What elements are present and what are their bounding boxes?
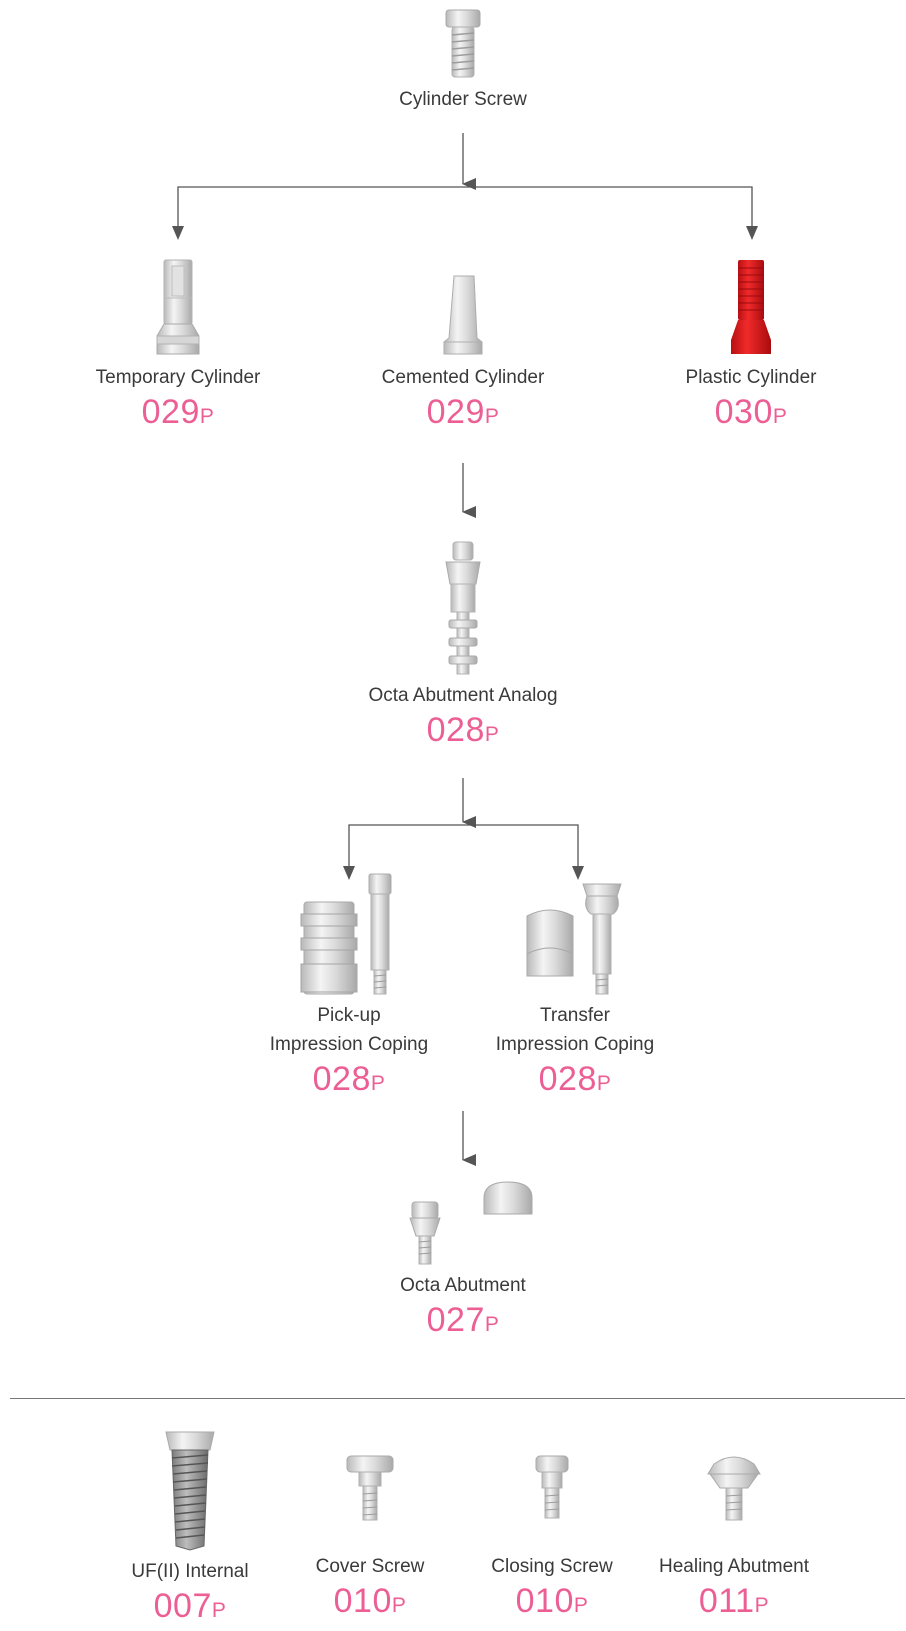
cylinder-screw-image	[445, 9, 481, 78]
label-line-1: Transfer	[539, 1005, 611, 1026]
closing-screw-label: Closing Screw	[491, 1556, 613, 1577]
pickup-coping-label: Pick-up Impression Coping	[239, 1001, 459, 1059]
pickup-coping-node[interactable]: Pick-up Impression Coping 028P	[239, 872, 459, 1104]
cover-screw-image	[346, 1455, 394, 1521]
healing-abutment-label: Healing Abutment	[659, 1556, 809, 1577]
label-line-2: Impression Coping	[495, 1034, 655, 1055]
branch-line-copings	[348, 824, 579, 870]
page-number: 011	[698, 1582, 755, 1620]
page-number: 028	[426, 711, 485, 749]
section-divider	[10, 1398, 905, 1399]
healing-abutment-node[interactable]: Healing Abutment 011P	[634, 1428, 834, 1626]
temporary-cylinder-node[interactable]: Temporary Cylinder 029P	[68, 258, 288, 437]
octa-abutment-analog-node[interactable]: Octa Abutment Analog 028P	[353, 540, 573, 755]
page-suffix: P	[754, 1594, 770, 1617]
page-suffix: P	[573, 1594, 589, 1617]
arrow-temporary-cylinder	[172, 226, 184, 240]
page-number: 029	[141, 393, 200, 431]
page-number: 028	[312, 1060, 371, 1098]
octa-abutment-node[interactable]: Octa Abutment 027P	[353, 1180, 573, 1345]
octa-abutment-page-ref[interactable]: 027P	[353, 1300, 573, 1345]
page-suffix: P	[484, 405, 500, 428]
pickup-coping-image	[300, 873, 392, 995]
uf-ii-internal-page-ref[interactable]: 007P	[90, 1586, 290, 1631]
arrow-transfer-coping	[572, 866, 584, 880]
cylinder-screw-node[interactable]: Cylinder Screw	[363, 8, 563, 114]
octa-abutment-label: Octa Abutment	[400, 1275, 526, 1296]
transfer-coping-node[interactable]: Transfer Impression Coping 028P	[465, 882, 685, 1104]
arrow-pickup-coping	[343, 866, 355, 880]
transfer-coping-image	[526, 883, 622, 995]
octa-abutment-analog-image	[445, 541, 481, 675]
plastic-cylinder-image	[731, 260, 771, 354]
page-suffix: P	[211, 1599, 227, 1622]
uf-ii-internal-label: UF(II) Internal	[131, 1561, 249, 1582]
page-number: 007	[153, 1587, 212, 1625]
page-number: 027	[426, 1301, 485, 1339]
plastic-cylinder-label: Plastic Cylinder	[685, 367, 817, 388]
page-number: 010	[515, 1582, 574, 1620]
cover-screw-page-ref[interactable]: 010P	[270, 1581, 470, 1626]
cover-screw-node[interactable]: Cover Screw 010P	[270, 1428, 470, 1626]
page-suffix: P	[772, 405, 788, 428]
page-number: 030	[714, 393, 773, 431]
cemented-cylinder-label: Cemented Cylinder	[381, 367, 545, 388]
transfer-coping-page-ref[interactable]: 028P	[465, 1059, 685, 1104]
plastic-cylinder-page-ref[interactable]: 030P	[641, 392, 861, 437]
temporary-cylinder-image	[156, 259, 200, 355]
temporary-cylinder-label: Temporary Cylinder	[95, 367, 261, 388]
closing-screw-image	[535, 1455, 569, 1519]
page-suffix: P	[596, 1072, 612, 1095]
octa-abutment-image	[409, 1181, 533, 1265]
pickup-coping-page-ref[interactable]: 028P	[239, 1059, 459, 1104]
label-line-2: Impression Coping	[269, 1034, 429, 1055]
closing-screw-page-ref[interactable]: 010P	[452, 1581, 652, 1626]
branch-line-cylinders	[177, 186, 753, 235]
page-suffix: P	[391, 1594, 407, 1617]
cylinder-screw-label: Cylinder Screw	[399, 89, 527, 110]
implant-fixture-image	[165, 1431, 215, 1551]
page-number: 029	[426, 393, 485, 431]
octa-abutment-analog-page-ref[interactable]: 028P	[353, 710, 573, 755]
page-suffix: P	[199, 405, 215, 428]
healing-abutment-image	[707, 1456, 761, 1521]
page-number: 010	[333, 1582, 392, 1620]
page-suffix: P	[484, 723, 500, 746]
cemented-cylinder-image	[443, 275, 483, 355]
cemented-cylinder-node[interactable]: Cemented Cylinder 029P	[353, 258, 573, 437]
page-suffix: P	[370, 1072, 386, 1095]
uf-ii-internal-node[interactable]: UF(II) Internal 007P	[90, 1428, 290, 1631]
page-number: 028	[538, 1060, 597, 1098]
closing-screw-node[interactable]: Closing Screw 010P	[452, 1428, 652, 1626]
plastic-cylinder-node[interactable]: Plastic Cylinder 030P	[641, 258, 861, 437]
page-suffix: P	[484, 1313, 500, 1336]
octa-abutment-analog-label: Octa Abutment Analog	[368, 685, 558, 706]
healing-abutment-page-ref[interactable]: 011P	[634, 1581, 834, 1626]
transfer-coping-label: Transfer Impression Coping	[465, 1001, 685, 1059]
cemented-cylinder-page-ref[interactable]: 029P	[353, 392, 573, 437]
cover-screw-label: Cover Screw	[315, 1556, 425, 1577]
arrow-plastic-cylinder	[746, 226, 758, 240]
temporary-cylinder-page-ref[interactable]: 029P	[68, 392, 288, 437]
label-line-1: Pick-up	[317, 1005, 381, 1026]
